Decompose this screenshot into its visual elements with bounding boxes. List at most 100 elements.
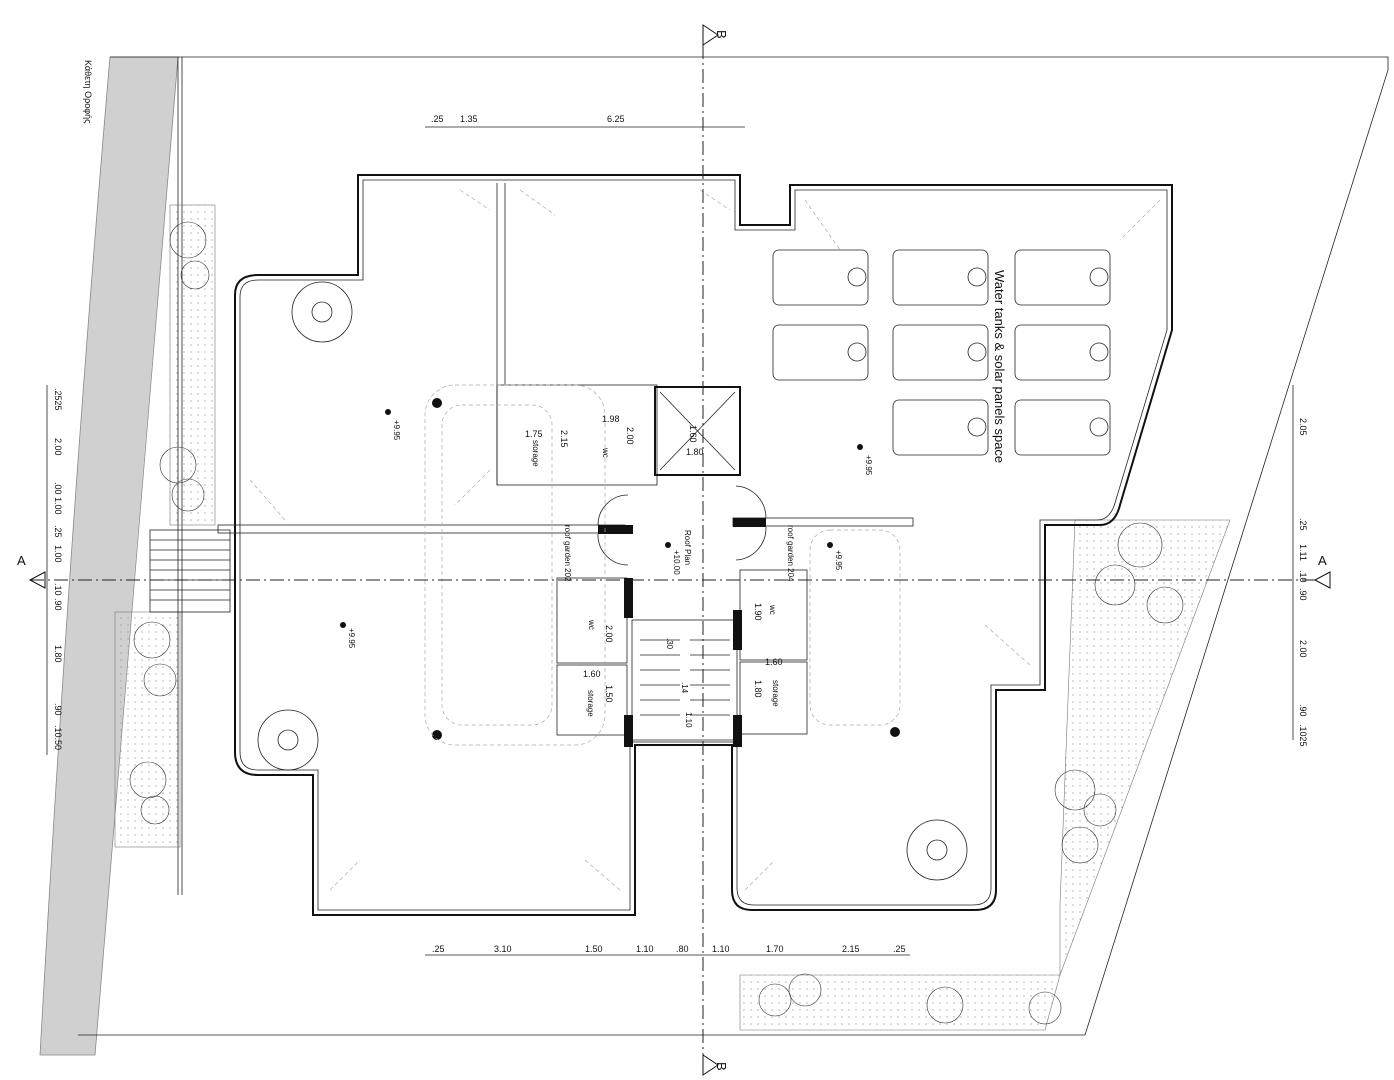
room-dim-12: 1.80 [753,680,763,698]
right-dim-5: .90 [1298,588,1308,601]
top-dim-2: 1.35 [460,114,478,124]
svg-text:B: B [714,30,729,39]
stair-core-cross [659,391,736,471]
left-entry-steps [149,529,231,613]
roof-outer-wall [234,174,1173,916]
level-mark-1: +9.95 [385,409,401,441]
svg-text:+10.00: +10.00 [672,550,681,575]
top-dim-1: .25 [431,114,444,124]
dimension-lines [46,126,1294,956]
bottom-dim-6: 1.10 [712,944,730,954]
svg-text:A: A [1318,553,1327,568]
bottom-dim-3: 1.50 [585,944,603,954]
bottom-dim-4: 1.10 [636,944,654,954]
left-dim-7: .90 [53,598,63,611]
room-dim-8: 1.60 [583,669,601,679]
room-dim-13: .30 [665,638,674,650]
room-dim-7: 2.00 [604,625,614,643]
room-dim-6: 1.80 [686,447,704,457]
level-mark-2: +9.95 [857,444,873,476]
right-dim-4: .10 [1298,570,1308,583]
left-dim-2: 2.00 [53,438,63,456]
lower-stair-treads [640,639,730,716]
bottom-dim-9: .25 [893,944,906,954]
bottom-dim-5: .80 [676,944,689,954]
storage-right-lower [739,661,808,735]
terrace-left-outline [424,384,606,746]
right-dim-2: .25 [1298,518,1308,531]
garden-202-label: roof garden 202 [563,525,572,582]
section-marker-a-right: A [1313,553,1331,589]
right-dim-7: .90 [1298,704,1308,717]
wc-label-upper: wc [601,447,610,458]
wc-label-left: wc [587,619,596,630]
left-garden-strip-upper [169,204,216,526]
svg-text:A: A [17,553,26,568]
storage-label-upper: storage [531,440,540,467]
left-dim-5: 1.00 [53,545,63,563]
solar-tank-units [772,249,1111,456]
level-mark-5: +10.00 [665,542,681,575]
bottom-garden-strip [739,974,1061,1031]
roof-plan-label: Roof Plan [683,530,692,565]
right-dim-6: 2.00 [1298,640,1308,658]
right-garden-strip [1059,519,1231,976]
svg-text:B: B [714,1062,729,1071]
core-solid-walls [432,398,900,747]
stair-core-box [654,386,741,476]
level-mark-3: +9.95 [340,622,356,649]
garden-204-label: roof garden 204 [786,525,795,582]
left-dim-3: .00 1.00 [53,482,63,515]
svg-text:+9.95: +9.95 [347,628,356,649]
room-dim-15: 1.10 [684,712,693,728]
door-swings [597,485,767,566]
room-dim-9: 1.50 [604,685,614,703]
section-marker-a-left: A [17,553,46,589]
room-dim-5: 1.60 [688,425,698,443]
room-dim-14: .14 [680,682,689,694]
room-dim-1: 1.75 [525,429,543,439]
street-label: Κάθετη Οροφής [83,60,93,124]
spiral-stair-lower-left [257,709,319,771]
drainage-slope-lines [249,189,1161,891]
room-dim-10: 1.90 [753,603,763,621]
level-mark-4: +9.95 [827,542,843,571]
right-dim-3: 1.11 [1298,544,1308,561]
bottom-dim-2: 3.10 [494,944,512,954]
roof-inner-wall [239,179,1168,911]
bottom-dim-7: 1.70 [766,944,784,954]
left-dim-9: .90 [53,703,63,716]
bottom-dim-8: 2.15 [842,944,860,954]
room-dim-4: 2.00 [625,427,635,445]
right-dim-8: .1025 [1298,724,1308,747]
left-entry-tread-lines [150,539,230,601]
room-dim-3: 1.98 [602,414,620,424]
ramp-left [441,404,553,726]
svg-text:+9.95: +9.95 [864,455,873,476]
svg-text:+9.95: +9.95 [392,420,401,441]
room-dim-2: 2.15 [559,430,569,448]
ramp-right [809,529,901,726]
left-dim-6: .10 [53,583,63,596]
top-dim-3: 6.25 [607,114,625,124]
section-marker-b-top: B [702,24,729,46]
plot-outline [78,56,1389,1036]
upper-partition [496,183,506,485]
left-dim-4: .25 [53,525,63,538]
tanks-label: Water tanks & solar panels space [992,270,1007,463]
storage-left-lower [556,664,628,736]
wc-right-lower [739,569,808,661]
storage-label-left: storage [586,690,595,717]
spiral-stair-upper-left [291,281,353,343]
left-dim-8: 1.80 [53,645,63,663]
lower-stair-well [631,619,738,743]
plant-symbols [129,221,1184,1025]
left-garden-strip-lower [114,611,181,848]
storage-label-right: storage [771,680,780,707]
left-dim-1: .2525 [53,388,63,411]
room-dim-11: 1.60 [765,657,783,667]
spiral-stair-lower-right [906,819,968,881]
wc-left-lower [556,577,628,664]
svg-text:+9.95: +9.95 [834,550,843,571]
